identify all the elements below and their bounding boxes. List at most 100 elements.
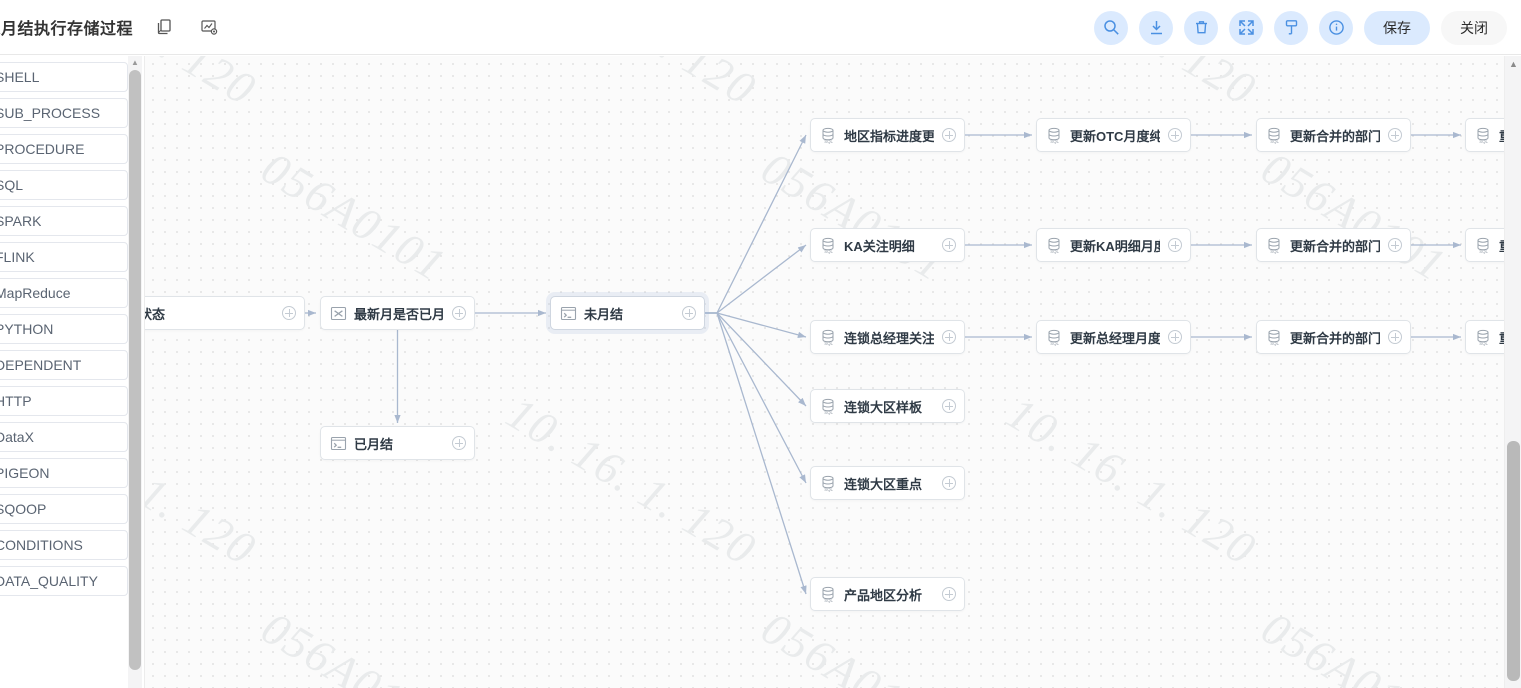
svg-text:SQL: SQL — [1050, 341, 1059, 346]
sql-icon: SQL — [1475, 329, 1492, 346]
canvas-scrollbar-thumb[interactable] — [1507, 441, 1520, 681]
dag-node[interactable]: 最新月是否已月结 — [320, 296, 475, 330]
palette-item-python[interactable]: PYTHON — [0, 314, 128, 344]
dag-node-label: 最新月是否已月结 — [354, 306, 444, 322]
palette-item-sub-process[interactable]: SUB_PROCESS — [0, 98, 128, 128]
palette-item-mapreduce[interactable]: MapReduce — [0, 278, 128, 308]
dag-edge[interactable] — [705, 312, 807, 407]
node-add-port-icon[interactable] — [942, 330, 956, 344]
dag-edge[interactable] — [705, 312, 807, 595]
page-title: 月未月结执行存储过程 — [0, 21, 134, 38]
delete-button[interactable] — [1184, 10, 1218, 45]
node-add-port-icon[interactable] — [1168, 128, 1182, 142]
sql-icon: SQL — [1266, 127, 1283, 144]
palette-item-http[interactable]: HTTP — [0, 386, 128, 416]
palette-item-dependent[interactable]: DEPENDENT — [0, 350, 128, 380]
dag-node-label: 连锁大区重点 — [844, 476, 923, 492]
node-add-port-icon[interactable] — [452, 436, 466, 450]
palette-item-flink[interactable]: FLINK — [0, 242, 128, 272]
palette-item-label: PIGEON — [0, 465, 50, 481]
node-add-port-icon[interactable] — [1168, 330, 1182, 344]
scroll-up-arrow-icon[interactable]: ▲ — [131, 58, 139, 67]
node-add-port-icon[interactable] — [282, 306, 296, 320]
node-add-port-icon[interactable] — [942, 128, 956, 142]
node-add-port-icon[interactable] — [452, 306, 466, 320]
node-add-port-icon[interactable] — [942, 238, 956, 252]
collapse-button[interactable] — [1229, 10, 1263, 45]
dag-node-label: 产品地区分析 — [844, 587, 923, 603]
palette-item-data-quality[interactable]: DATA_QUALITY — [0, 566, 128, 596]
dag-node-label: 连锁总经理关注 — [844, 330, 934, 346]
node-add-port-icon[interactable] — [942, 399, 956, 413]
dag-node[interactable]: SQL状态 — [145, 296, 305, 330]
download-button[interactable] — [1139, 10, 1173, 45]
dag-node[interactable]: SQL 更新合并的部门 — [1256, 118, 1411, 152]
dag-node[interactable]: SQL 地区指标进度更新 — [810, 118, 965, 152]
sidebar-scrollbar[interactable]: ▲ — [128, 56, 142, 688]
sql-icon: SQL — [1046, 237, 1063, 254]
node-add-port-icon[interactable] — [1388, 330, 1402, 344]
node-add-port-icon[interactable] — [1388, 238, 1402, 252]
sidebar-scrollbar-thumb[interactable] — [129, 70, 141, 670]
canvas-scroll-up-arrow-icon[interactable]: ▲ — [1509, 59, 1518, 69]
node-add-port-icon[interactable] — [1168, 238, 1182, 252]
sql-icon: SQL — [1046, 329, 1063, 346]
shell-icon — [560, 305, 577, 322]
dag-node[interactable]: SQL 更新总经理月度纯销... — [1036, 320, 1191, 354]
close-button[interactable]: 关闭 — [1441, 10, 1507, 45]
dag-node-label: 地区指标进度更新 — [844, 128, 934, 144]
format-layout-button[interactable] — [1274, 10, 1308, 45]
info-button[interactable] — [1319, 10, 1353, 45]
palette-item-pigeon[interactable]: PIGEON — [0, 458, 128, 488]
dag-node-label: 连锁大区样板 — [844, 399, 923, 415]
palette-item-label: PROCEDURE — [0, 141, 85, 157]
palette-item-procedure[interactable]: PROCEDURE — [0, 134, 128, 164]
palette-item-label: DataX — [0, 429, 34, 445]
svg-text:SQL: SQL — [1479, 341, 1488, 346]
search-button[interactable] — [1094, 10, 1128, 45]
palette-item-spark[interactable]: SPARK — [0, 206, 128, 236]
palette-item-label: SQOOP — [0, 501, 47, 517]
node-add-port-icon[interactable] — [942, 587, 956, 601]
dag-node[interactable]: SQL 连锁总经理关注 — [810, 320, 965, 354]
sql-icon: SQL — [820, 237, 837, 254]
dag-node[interactable]: SQL更新KA明细月度纯销.. — [1036, 228, 1191, 262]
monitor-config-icon[interactable] — [198, 16, 220, 38]
dag-edge[interactable] — [705, 312, 807, 484]
copy-icon[interactable] — [153, 16, 175, 38]
dag-node-label: 更新合并的部门 — [1290, 128, 1380, 144]
palette-item-sqoop[interactable]: SQOOP — [0, 494, 128, 524]
palette-item-conditions[interactable]: CONDITIONS — [0, 530, 128, 560]
node-add-port-icon[interactable] — [942, 476, 956, 490]
dag-node-label: 已月结 — [354, 436, 394, 452]
dag-node[interactable]: 未月结 — [550, 296, 705, 330]
svg-text:SQL: SQL — [824, 139, 833, 144]
dag-edge[interactable] — [705, 134, 807, 314]
dag-node-label: 更新总经理月度纯销... — [1070, 330, 1160, 346]
shell-icon — [330, 435, 347, 452]
dag-edge[interactable] — [705, 244, 807, 314]
save-button[interactable]: 保存 — [1364, 10, 1430, 45]
svg-text:SQL: SQL — [824, 341, 833, 346]
palette-item-sql[interactable]: SQL — [0, 170, 128, 200]
dag-node[interactable]: SQL更新OTC月度纯销临... — [1036, 118, 1191, 152]
svg-text:SQL: SQL — [1270, 341, 1279, 346]
node-add-port-icon[interactable] — [682, 306, 696, 320]
svg-text:SQL: SQL — [1479, 139, 1488, 144]
palette-item-datax[interactable]: DataX — [0, 422, 128, 452]
palette-item-shell[interactable]: SHELL — [0, 62, 128, 92]
task-type-palette: SHELL SUB_PROCESS PROCEDURE SQL SPARK FLINK Ma… — [0, 56, 144, 688]
canvas-scrollbar[interactable]: ▲ — [1504, 56, 1521, 688]
node-add-port-icon[interactable] — [1388, 128, 1402, 142]
dag-node-label: 更新OTC月度纯销临... — [1070, 128, 1160, 144]
dag-node[interactable]: 已月结 — [320, 426, 475, 460]
sql-icon: SQL — [1266, 329, 1283, 346]
